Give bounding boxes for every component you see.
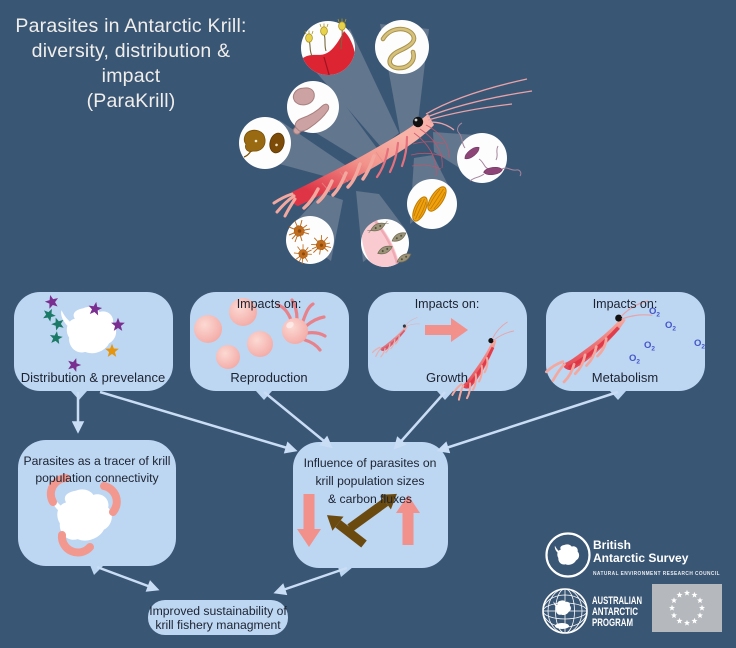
poster-title-line-2: diversity, distribution & [32,40,231,62]
o2-label: O2 [694,338,705,351]
poster-title-line-3: impact [102,65,161,87]
krill-illustration [272,78,533,218]
metabolism-label: Metabolism [592,370,658,385]
distribution-label: Distribution & prevelance [21,370,166,385]
growth-header: Impacts on: [415,297,480,311]
aap-logo: AUSTRALIAN ANTARCTIC PROGRAM [542,588,642,634]
influence-line-1: Influence of parasites on [304,456,437,470]
outcome-line-2: krill fishery managment [155,618,281,632]
poster-title: Parasites in Antarctic Krill: diversity,… [15,15,246,112]
poster-title-line-1: Parasites in Antarctic Krill: [15,15,246,37]
krill-pleopods [302,154,376,210]
o2-label: O2 [644,340,655,353]
parasite-circle-spores [407,179,457,229]
bas-antarctica-icon [545,532,591,578]
metabolism-graphic: O2 O2 O2 O2 O2 [537,298,705,386]
influence-arrows-graphic [297,493,420,548]
metabolism-header: Impacts on: [593,297,658,311]
reproduction-eggs-graphic [194,298,327,369]
tracer-line-1: Parasites as a tracer of krill [24,454,171,468]
outcome-line-1: Improved sustainability of [149,604,287,618]
o2-label: O2 [629,353,640,366]
o2-label: O2 [649,306,660,319]
up-arrow-icon [396,495,420,545]
influence-line-3: & carbon fluxes [328,492,412,506]
reproduction-header: Impacts on: [237,297,302,311]
krill-feeding-basket [410,124,450,177]
bas-tagline: NATURAL ENVIRONMENT RESEARCH COUNCIL [593,571,720,577]
tracer-line-2: population connectivity [35,471,159,485]
aap-line-3: PROGRAM [592,617,633,629]
parasite-circle-nematode [375,20,429,74]
influence-line-2: krill population sizes [315,474,424,488]
aap-line-1: AUSTRALIAN [592,595,642,607]
parasite-circle-starcells [286,216,335,266]
aap-line-2: ANTARCTIC [592,606,638,618]
parasite-circle-trematodes [287,81,339,135]
bas-logo: British Antarctic Survey NATURAL ENVIRON… [545,532,720,578]
parasite-circle-epibionts [301,18,355,75]
growth-graphic [367,316,533,405]
southwest-arrow-icon [326,515,367,548]
poster-title-line-4: (ParaKrill) [87,90,176,112]
northeast-arrow-icon [347,493,397,532]
box-outcome [148,600,288,635]
parasite-circle-gregarines [239,117,291,169]
krill-antennae [425,78,533,131]
o2-label: O2 [665,320,676,333]
parasite-circle-dinoflagellates [457,122,522,183]
bas-name-line-1: British [593,538,631,552]
krill-eye [412,116,424,128]
growth-label: Growth [426,370,468,385]
reproduction-label: Reproduction [230,370,307,385]
krill-tail-fan [272,192,297,218]
down-arrow-icon [297,494,321,547]
connector-arrows [71,390,619,596]
tracer-map-graphic [46,474,121,557]
eu-flag [652,584,722,632]
bas-name-line-2: Antarctic Survey [593,551,689,565]
